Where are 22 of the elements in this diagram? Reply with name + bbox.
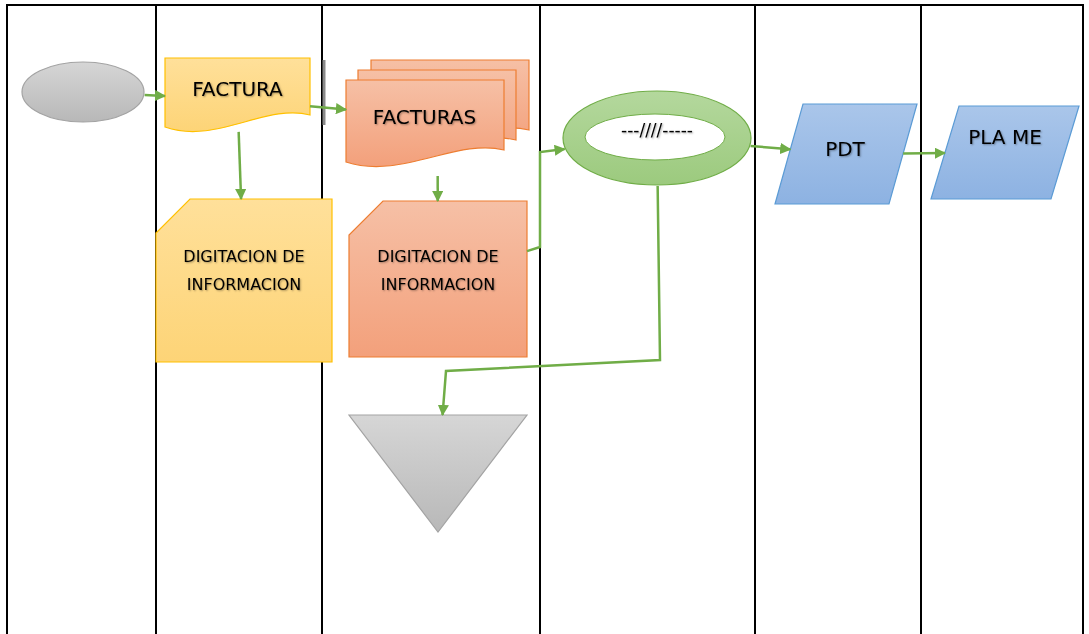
data-parallelogram [931,106,1079,199]
start-ellipse [21,61,145,123]
arrow [903,147,946,159]
torus-shape [562,90,752,186]
card-shape [156,199,332,362]
arrow [437,185,662,417]
merge-triangle [349,415,527,532]
arrow [432,176,444,203]
shape-label: FACTURAS [371,104,478,131]
shape-label: DIGITACION DE INFORMACION [376,246,500,296]
shape-label: PDT [824,136,866,163]
shape-label: PLA ME [967,124,1043,151]
arrow [526,144,566,253]
shape-label: FACTURA [191,76,284,103]
arrow [144,89,167,102]
card-shape [349,201,527,357]
shape-label: DIGITACION DE INFORMACION [182,246,306,296]
arrow [309,103,348,115]
arrow [235,131,247,201]
data-parallelogram [775,104,917,204]
shape-label: ---////----- [620,119,694,142]
arrow [750,142,792,155]
